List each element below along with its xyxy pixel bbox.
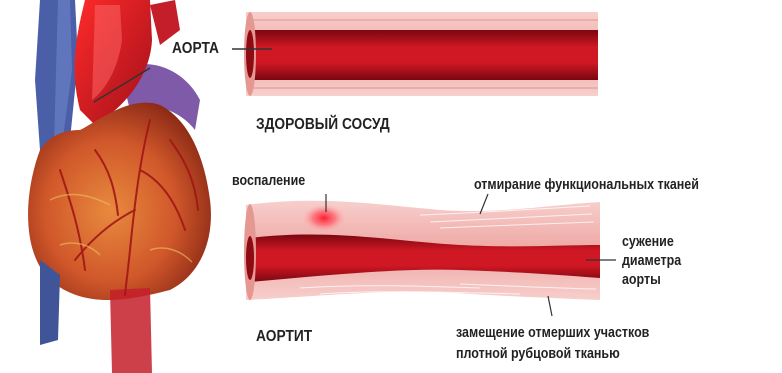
aortitis-vessel: [244, 201, 600, 300]
replacement-label-line2: плотной рубцовой тканью: [456, 345, 620, 364]
inflammation-spot: [302, 204, 346, 232]
replacement-label-line1: замещение отмерших участков: [456, 324, 649, 343]
replacement-pointer: [548, 296, 552, 316]
tissue-death-label: отмирание функциональных тканей: [474, 176, 699, 195]
narrowing-label-line2: диаметра: [622, 252, 681, 271]
narrowing-label-line1: сужение: [622, 233, 674, 252]
aorta-label: АОРТА: [172, 40, 219, 58]
healthy-vessel: [232, 12, 598, 96]
inflammation-label: воспаление: [232, 172, 305, 191]
aortitis-label: АОРТИТ: [256, 328, 312, 346]
narrowing-label-line3: аорты: [622, 271, 661, 290]
healthy-vessel-label: ЗДОРОВЫЙ СОСУД: [256, 116, 390, 134]
